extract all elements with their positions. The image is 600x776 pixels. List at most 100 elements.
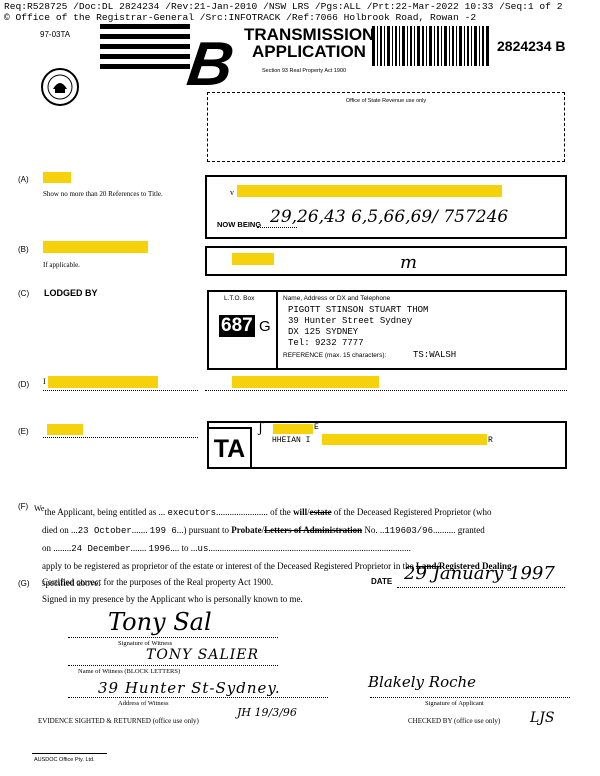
died-on-label: died on: [42, 525, 69, 535]
redaction: [273, 424, 313, 434]
section-e-marker: (E): [18, 427, 29, 436]
redaction: [237, 185, 502, 197]
estate-option: estate: [309, 507, 332, 517]
died-day-value: 23 October: [77, 526, 132, 536]
section-f-line-1: Wethe Applicant, being entitled as ... e…: [34, 504, 492, 518]
evidence-initials: JH 19/3/96: [237, 706, 297, 719]
section-e-bottom-suffix: R: [488, 436, 493, 445]
form-code: 97-03TA: [40, 30, 71, 39]
redaction: [48, 376, 158, 388]
header-line-2: © Office of the Registrar-General /Src:I…: [4, 12, 477, 23]
land-option: Land: [415, 561, 437, 571]
redaction: [232, 253, 274, 265]
section-f-line-2: died on ...23 October....... 199 6...) p…: [42, 525, 485, 536]
redaction: [43, 172, 71, 183]
address-line: 39 Hunter Street Sydney: [288, 316, 413, 326]
dotted-line: [205, 390, 567, 391]
dotted-line: [68, 697, 328, 698]
of-the-text: of the: [270, 507, 291, 517]
lodged-by-divider: [276, 290, 278, 370]
section-a-note: Show no more than 20 References to Title…: [43, 190, 163, 198]
section-f-text: Wethe Applicant, being entitled as ... e…: [34, 500, 574, 592]
form-title-line-1: TRANSMISSION: [244, 25, 375, 44]
document-number: 2824234 B: [497, 38, 566, 54]
checked-label: CHECKED BY (office use only): [408, 717, 501, 725]
certified-text: Certified correct for the purposes of th…: [42, 577, 274, 587]
redaction: [232, 376, 379, 388]
signed-in-presence-text: Signed in my presence by the Applicant w…: [42, 594, 303, 604]
granted-label: granted: [457, 525, 485, 535]
tick-mark: v: [230, 188, 234, 197]
handwritten-mark: m: [400, 252, 418, 273]
witness-sig-label: Signature of Witness: [118, 640, 173, 647]
applicant-sig-label: Signature of Applicant: [425, 700, 484, 707]
address-line: Tel: 9232 7777: [288, 338, 364, 348]
witness-signature: Tony Sal: [108, 608, 212, 636]
will-option: will: [293, 507, 308, 517]
reference-value: TS:WALSH: [413, 350, 457, 360]
we-prefix: We: [34, 504, 45, 513]
redaction: [322, 434, 487, 445]
section-e-bottom-prefix: HHEIAN I: [272, 436, 311, 445]
dotted-line: [397, 587, 565, 588]
witness-addr-label: Address of Witness: [118, 700, 169, 707]
handwritten-title-references: 29,26,43 6,5,66,69/ 757246: [270, 207, 509, 227]
reference-label: REFERENCE (max. 15 characters):: [283, 352, 387, 359]
checked-initials: LJS: [530, 710, 555, 726]
nsw-seal-icon: [40, 67, 80, 107]
section-c-marker: (C): [18, 289, 30, 298]
dotted-line: [68, 637, 278, 638]
dotted-line: [68, 665, 278, 666]
address-label: Name, Address or DX and Telephone: [283, 295, 391, 302]
big-letter-logo: B: [183, 30, 238, 99]
section-g-marker: (G): [18, 579, 30, 588]
section-f-line-3: on ........24 December....... 1996.... t…: [42, 543, 411, 554]
granted-year-value: 1996: [148, 544, 171, 554]
section-a-marker: (A): [18, 175, 29, 184]
redaction: [47, 424, 83, 435]
section-d-prefix: I: [43, 377, 46, 386]
no-label: No.: [364, 525, 378, 535]
probate-option: Probate: [231, 525, 262, 535]
section-b-box: [205, 246, 567, 276]
lto-box-suffix: G: [259, 318, 271, 335]
section-b-marker: (B): [18, 245, 29, 254]
stroke-mark: ʃ: [258, 420, 263, 436]
form-subtitle: Section 93 Real Property Act 1900: [262, 68, 347, 74]
witness-name: TONY SALIER: [146, 647, 260, 663]
applicant-signature: Blakely Roche: [368, 673, 477, 691]
revenue-label: Office of State Revenue use only: [345, 98, 427, 104]
revenue-box: Office of State Revenue use only: [207, 92, 565, 162]
redaction: [43, 241, 148, 253]
to-label: to: [181, 543, 189, 553]
lto-box-label: L.T.O. Box: [224, 295, 255, 302]
capacity-value: executors: [167, 508, 217, 518]
section-f-line-5: specified above.: [34, 575, 574, 592]
now-being-label: NOW BEING: [217, 220, 262, 229]
section-b-note: If applicable.: [43, 261, 80, 269]
header-line-1: Req:R528725 /Doc:DL 2824234 /Rev:21-Jan-…: [4, 1, 563, 12]
header-bars: [100, 24, 190, 70]
to-value: us: [197, 544, 209, 554]
granted-date-value: 24 December: [71, 544, 131, 554]
registered-dealing-option: Registered Dealing: [438, 561, 512, 571]
section-d-marker: (D): [18, 380, 30, 389]
dotted-line: [43, 390, 198, 391]
address-line: PIGOTT STINSON STUART THOM: [288, 305, 429, 315]
pursuant-label: pursuant to: [188, 525, 230, 535]
lto-box-value: 687: [219, 315, 255, 337]
evidence-label: EVIDENCE SIGHTED & RETURNED (office use …: [38, 717, 199, 725]
barcode: [372, 26, 490, 66]
lodger-address: PIGOTT STINSON STUART THOM 39 Hunter Str…: [288, 305, 428, 349]
died-year-value: 199 6: [149, 526, 177, 536]
date-label: DATE: [371, 577, 393, 586]
form-title-line-2: APPLICATION: [252, 42, 366, 61]
section-f-marker: (F): [18, 502, 29, 511]
witness-name-label: Name of Witness (BLOCK LETTERS): [78, 668, 181, 675]
apply-text: apply to be registered as proprietor of …: [42, 561, 414, 571]
ta-label-box: TA: [207, 427, 252, 469]
dotted-line: [370, 697, 570, 698]
on-label: on: [42, 543, 51, 553]
signing-date: 29 January 1997: [404, 563, 555, 584]
letters-option: Letters of Administration: [264, 525, 363, 535]
